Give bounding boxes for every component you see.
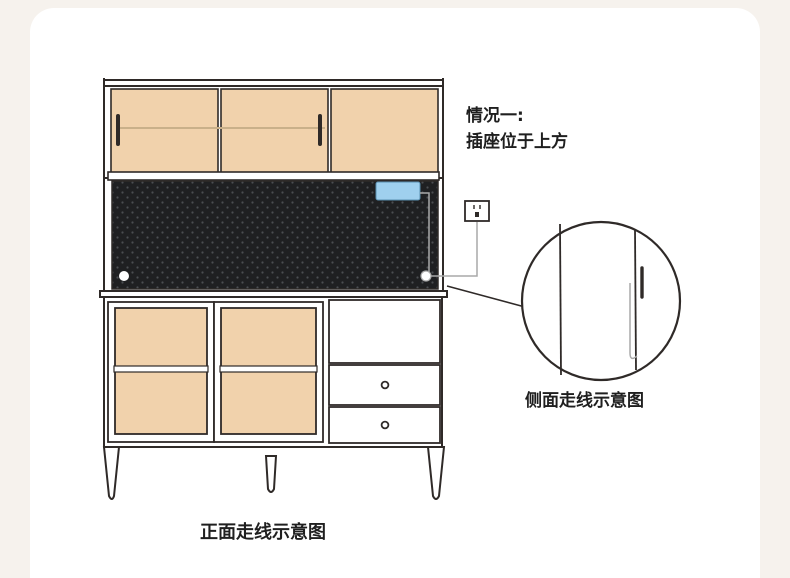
leg-middle: [264, 455, 278, 493]
open-compartment: [328, 299, 441, 364]
lower-doors: [107, 301, 324, 443]
cabinet-legs: [102, 446, 446, 500]
zoom-connector-line: [446, 285, 526, 308]
knob-icon: [380, 420, 390, 430]
leg-right: [426, 446, 446, 500]
front-view-caption: 正面走线示意图: [200, 522, 326, 543]
external-cable: [431, 222, 478, 277]
side-view-caption: 侧面走线示意图: [525, 391, 644, 411]
upper-panel-left: [110, 88, 219, 174]
side-cable: [629, 283, 638, 360]
pegboard-clips: [119, 270, 432, 282]
case-title: 情况一:: [466, 106, 524, 126]
lower-shelf-middle: [219, 365, 318, 373]
clip-icon: [119, 271, 129, 281]
power-strip-icon: [375, 181, 421, 201]
drawer-unit: [328, 299, 441, 444]
knob-icon: [380, 380, 390, 390]
upper-panel-middle: [220, 88, 329, 174]
upper-glass-doors: [110, 88, 439, 174]
upper-panel-right: [330, 88, 439, 174]
middle-shelf: [107, 171, 440, 181]
leg-left: [102, 446, 121, 500]
internal-cable: [420, 192, 430, 272]
upper-handles: [116, 114, 322, 146]
lower-shelf-left: [113, 365, 209, 373]
clip-icon: [420, 270, 432, 282]
side-detail-circle: [520, 220, 682, 382]
wall-socket-icon: [464, 200, 490, 222]
case-description: 插座位于上方: [466, 132, 568, 152]
